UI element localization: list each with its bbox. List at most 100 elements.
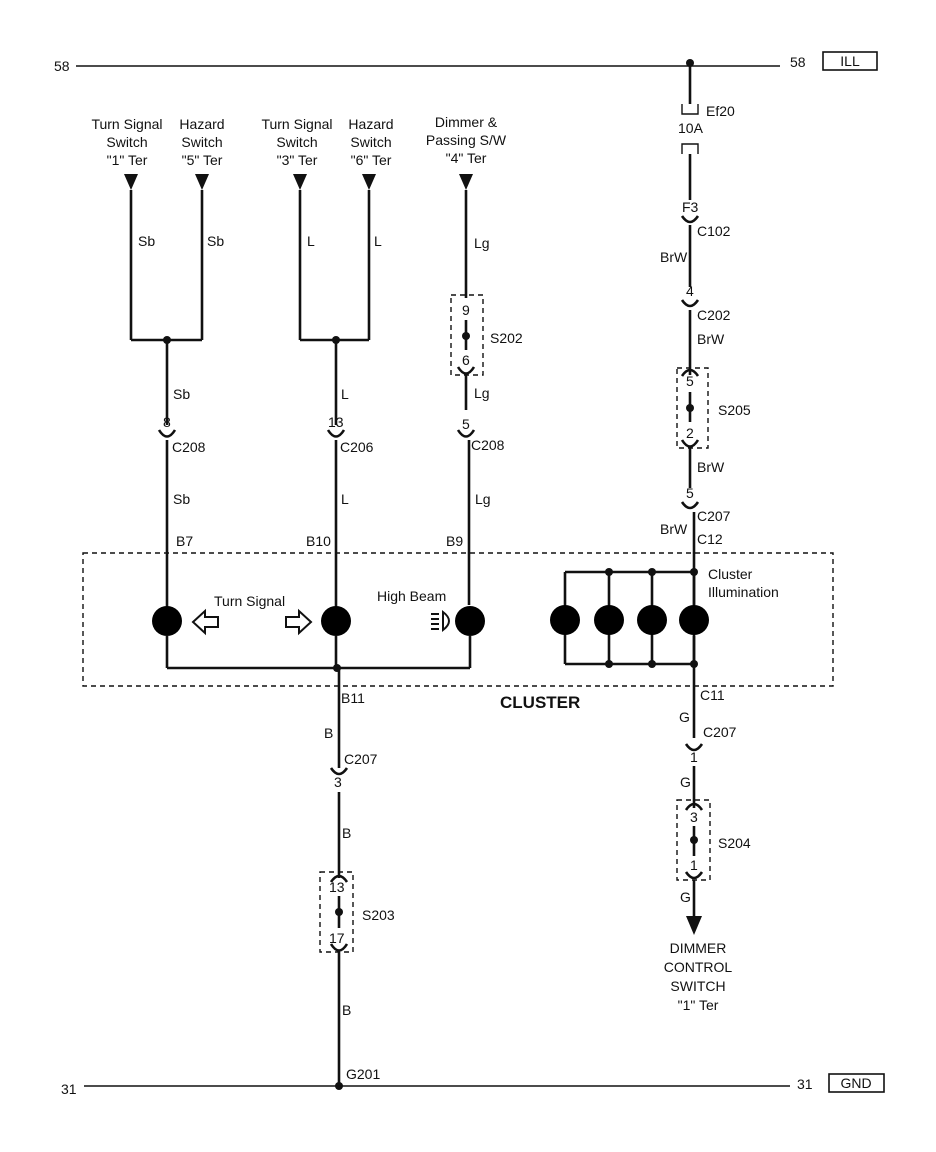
wire-g-label-3: G <box>680 889 691 905</box>
c102-label: C102 <box>697 223 731 239</box>
c207-label-top: C207 <box>697 508 731 524</box>
arrow-down-icon <box>195 174 209 190</box>
s204-bottom-pin: 1 <box>690 857 698 873</box>
arrow-down-icon <box>459 174 473 190</box>
s205-top-pin: 5 <box>686 373 694 389</box>
splice-s205-box <box>676 367 709 449</box>
pin-f3: F3 <box>682 199 699 215</box>
wire-l-label-3: L <box>341 386 349 402</box>
splice-s203-box <box>319 871 354 953</box>
wire-brw-label-3: BrW <box>697 459 725 475</box>
s202-top-pin: 9 <box>462 302 470 318</box>
dimmer-control-line3: SWITCH <box>670 978 725 994</box>
branch-brw: Ef20 10A F3 C102 BrW 4 C202 BrW 5 S205 2… <box>660 63 751 605</box>
bus-58-right-label: 58 <box>790 54 806 70</box>
wire-b-label-2: B <box>342 825 351 841</box>
arrow-down-icon <box>124 174 138 190</box>
high-beam-icon <box>431 609 450 633</box>
cluster: Turn Signal High Beam Cluster Illuminati… <box>82 552 834 712</box>
wire-brw-label-1: BrW <box>660 249 688 265</box>
src-dim4-line3: "4" Ter <box>446 150 487 166</box>
fuse-rating: 10A <box>678 120 704 136</box>
arrow-down-icon <box>686 916 702 935</box>
src-hz6-line3: "6" Ter <box>351 152 392 168</box>
source-dimmer-passing-4: Dimmer & Passing S/W "4" Ter <box>426 114 507 190</box>
c206-label: C206 <box>340 439 374 455</box>
cluster-title: CLUSTER <box>500 693 580 712</box>
s203-top-pin: 13 <box>329 879 345 895</box>
wire-brw-label-4: BrW <box>660 521 688 537</box>
src-ts1-line2: Switch <box>106 134 147 150</box>
c208-label-1: C208 <box>172 439 206 455</box>
illumination-lamp-2 <box>594 605 624 635</box>
wire-l-label-4: L <box>341 491 349 507</box>
pin-c11: C11 <box>700 687 725 703</box>
wire-sb-label-3: Sb <box>173 386 190 402</box>
src-ts3-line2: Switch <box>276 134 317 150</box>
splice-dot <box>335 908 343 916</box>
splice-dot <box>686 404 694 412</box>
branch-l: L L L 13 C206 L B10 <box>298 190 382 620</box>
pin-8: 8 <box>163 414 171 430</box>
s205-name: S205 <box>718 402 751 418</box>
pin-4: 4 <box>686 283 694 299</box>
pin-b10: B10 <box>306 533 331 549</box>
turn-signal-lamp-left <box>152 606 182 636</box>
gnd-tag: GND <box>840 1075 871 1091</box>
ground-g201: G201 <box>346 1066 380 1082</box>
pin-5-c208: 5 <box>462 416 470 432</box>
bottom-bus: 31 31 GND <box>61 1073 885 1097</box>
src-hz5-line3: "5" Ter <box>182 152 223 168</box>
dimmer-control-line4: "1" Ter <box>678 997 719 1013</box>
ill-tag: ILL <box>840 53 860 69</box>
pin-3: 3 <box>334 774 342 790</box>
s204-top-pin: 3 <box>690 809 698 825</box>
illumination-label-1: Cluster <box>708 566 753 582</box>
s202-bottom-pin: 6 <box>462 352 470 368</box>
illumination-lamp-3 <box>637 605 667 635</box>
src-dim4-line2: Passing S/W <box>426 132 507 148</box>
wire-brw-label-2: BrW <box>697 331 725 347</box>
turn-signal-lamp-right <box>321 606 351 636</box>
high-beam-label: High Beam <box>377 588 446 604</box>
s205-bottom-pin: 2 <box>686 425 694 441</box>
arrow-down-icon <box>293 174 307 190</box>
pin-13: 13 <box>328 414 344 430</box>
top-bus: 58 58 ILL <box>54 51 878 74</box>
src-ts1-line3: "1" Ter <box>107 152 148 168</box>
src-ts3-line3: "3" Ter <box>277 152 318 168</box>
splice-dot <box>462 332 470 340</box>
pin-c12: C12 <box>697 531 723 547</box>
gnd-tag-box <box>828 1073 885 1093</box>
c207-label-right: C207 <box>703 724 737 740</box>
pin-b7: B7 <box>176 533 193 549</box>
source-hazard-6: Hazard Switch "6" Ter <box>348 116 394 190</box>
turn-signal-label: Turn Signal <box>214 593 285 609</box>
c207-label-left: C207 <box>344 751 378 767</box>
source-turn-signal-1: Turn Signal Switch "1" Ter <box>91 116 163 190</box>
wire-sb-label-4: Sb <box>173 491 190 507</box>
illumination-lamp-4 <box>679 605 709 635</box>
wire-l-label-2: L <box>374 233 382 249</box>
pin-1-c207: 1 <box>690 749 698 765</box>
source-hazard-5: Hazard Switch "5" Ter <box>179 116 225 190</box>
s203-bottom-pin: 17 <box>329 930 345 946</box>
dimmer-control-line2: CONTROL <box>664 959 733 975</box>
src-ts1-line1: Turn Signal <box>91 116 162 132</box>
s202-name: S202 <box>490 330 523 346</box>
src-hz6-line2: Switch <box>350 134 391 150</box>
bus-31-right-label: 31 <box>797 1076 813 1092</box>
branch-ground: B11 B C207 3 B 13 S203 17 B G201 <box>319 668 395 1090</box>
source-turn-signal-3: Turn Signal Switch "3" Ter <box>261 116 333 190</box>
wire-b-label-1: B <box>324 725 333 741</box>
splice-dot <box>648 568 656 576</box>
src-hz5-line2: Switch <box>181 134 222 150</box>
branch-g: C11 G C207 1 G 3 S204 1 G DIMMER CONTROL… <box>664 636 751 1013</box>
splice-dot <box>690 836 698 844</box>
bus-31-left-label: 31 <box>61 1081 77 1097</box>
s203-name: S203 <box>362 907 395 923</box>
branch-lg: Lg 9 S202 6 Lg 5 C208 Lg B9 <box>446 190 523 605</box>
illumination-lamp-1 <box>550 605 580 635</box>
wire-lg-label-2: Lg <box>474 385 490 401</box>
